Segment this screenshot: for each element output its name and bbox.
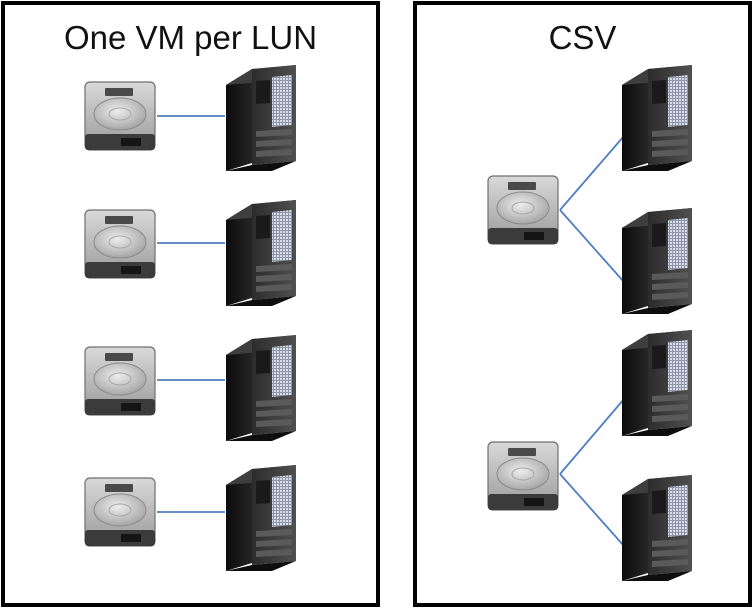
hard-drive-icon	[84, 81, 156, 151]
connector-line	[559, 473, 625, 547]
hard-drive-icon	[487, 441, 559, 511]
hard-drive-icon	[84, 209, 156, 279]
tower-server-icon	[622, 330, 692, 436]
tower-server-icon	[622, 65, 692, 171]
hard-drive-icon	[84, 346, 156, 416]
tower-server-icon	[226, 65, 296, 171]
tower-server-icon	[226, 335, 296, 441]
tower-server-icon	[622, 208, 692, 314]
left-diagram	[84, 65, 296, 571]
connector-line	[559, 209, 625, 283]
panel-title: CSV	[548, 19, 617, 56]
tower-server-icon	[622, 475, 692, 581]
panel-title: One VM per LUN	[63, 19, 318, 56]
tower-server-icon	[226, 465, 296, 571]
connector-line	[559, 398, 625, 475]
connector-line	[559, 135, 625, 211]
csv-panel: CSV	[413, 1, 752, 607]
hard-drive-icon	[84, 477, 156, 547]
hard-drive-icon	[487, 175, 559, 245]
tower-server-icon	[226, 200, 296, 306]
right-diagram	[487, 65, 692, 581]
one-vm-per-lun-panel: One VM per LUN	[1, 1, 380, 607]
